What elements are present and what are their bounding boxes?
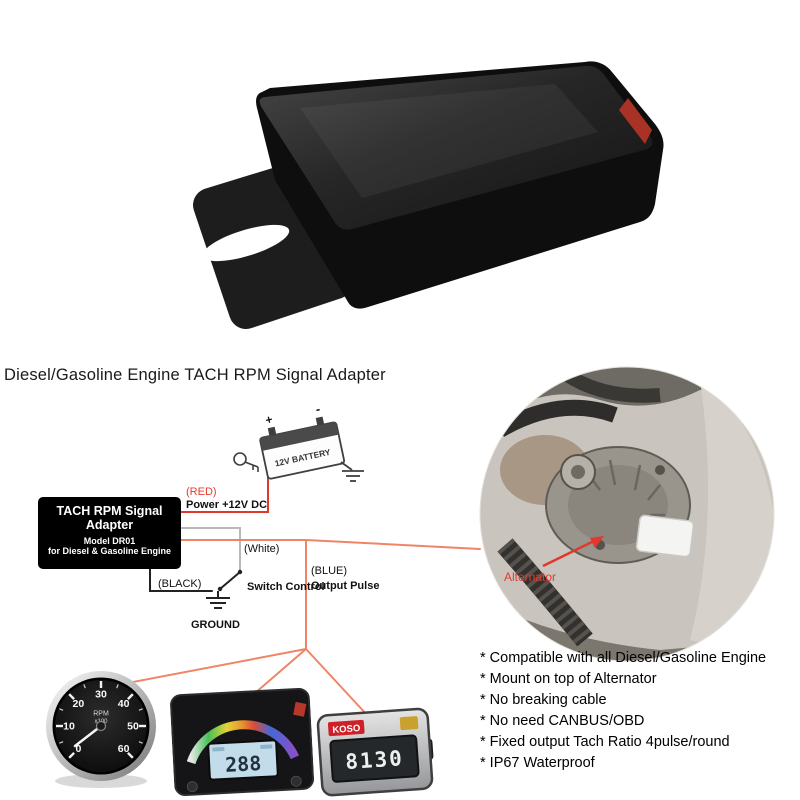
tick-40: 40: [118, 698, 130, 710]
product-title: Diesel/Gasoline Engine TACH RPM Signal A…: [4, 366, 386, 384]
switch-icon: [217, 569, 243, 592]
white-switch-wire: [180, 527, 241, 572]
battery-ground-icon: [340, 461, 364, 482]
hourmeter-brand: KOSO: [332, 723, 361, 736]
tick-20: 20: [73, 698, 85, 710]
dash-button-right: [290, 775, 302, 787]
flange-slot: [202, 224, 290, 262]
enclosure-highlight: [300, 84, 598, 198]
battery-symbol: 12V BATTERY + -: [233, 401, 364, 482]
hourmeter-logo-icon: [399, 716, 419, 731]
red-edge-detail: [619, 98, 652, 144]
adapter-line4: for Diesel & Gasoline Engine: [47, 545, 172, 556]
power-label: Power +12V DC: [186, 499, 268, 511]
battery-minus: -: [314, 401, 321, 417]
gauge-unit1: RPM: [93, 711, 109, 718]
enclosure-top-face: [259, 65, 653, 230]
wire-to-tach: [111, 648, 307, 687]
blue-wire-label: (BLUE): [311, 565, 348, 577]
hourmeter-brand-badge: [327, 719, 365, 737]
feature-item: * No breaking cable: [480, 692, 607, 708]
alternator-arrow: [542, 536, 604, 568]
ground-icon: [206, 591, 230, 609]
mounted-adapter: [635, 514, 695, 558]
analog-tachometer: 0 10 20 30 40 50 60 RPM x100: [42, 664, 160, 792]
wire-to-alternator: [305, 539, 481, 550]
tick-0: 0: [75, 743, 81, 755]
gauge-numbers: 0 10 20 30 40 50 60: [63, 689, 139, 756]
red-power-wire: [180, 475, 269, 513]
ground-label: GROUND: [191, 619, 240, 631]
white-wire-label: (White): [244, 543, 280, 555]
feature-item: * Mount on top of Alternator: [480, 671, 657, 687]
adapter-line2: Adapter: [85, 518, 134, 533]
feature-item: * IP67 Waterproof: [480, 755, 595, 771]
tick-60: 60: [118, 743, 130, 755]
digital-dash: 288: [169, 682, 315, 799]
red-wire-label: (RED): [186, 486, 217, 498]
black-ground-wire: [149, 568, 213, 592]
battery-plus: +: [264, 412, 274, 427]
feature-item: * Fixed output Tach Ratio 4pulse/round: [480, 734, 730, 750]
black-wire-label: (BLACK): [158, 578, 202, 590]
gauge-minor-ticks: [59, 684, 143, 744]
tick-50: 50: [127, 721, 139, 733]
wire-to-hourmeter: [305, 648, 369, 717]
gauge-needle: [73, 724, 103, 748]
dash-button-left: [186, 781, 198, 793]
gauge-major-ticks: [56, 681, 146, 759]
wires: [111, 475, 481, 717]
output-pulse-label: Output Pulse: [311, 580, 380, 592]
tick-30: 30: [95, 689, 107, 701]
hourmeter-value: 8130: [345, 746, 405, 774]
feature-item: * Compatible with all Diesel/Gasoline En…: [480, 650, 767, 666]
adapter-line1: TACH RPM Signal: [56, 504, 163, 518]
gauge-hub: [95, 720, 107, 732]
switch-label: Switch Control: [247, 581, 325, 593]
key-icon: [233, 452, 259, 472]
hourmeter-screen: [329, 734, 420, 783]
hour-meter: KOSO 8130: [315, 706, 437, 798]
feature-list: * Compatible with all Diesel/Gasoline En…: [480, 648, 800, 774]
alternator-label: Alternator: [504, 570, 557, 584]
adapter-box-diagram: TACH RPM Signal Adapter Model DR01 for D…: [38, 497, 181, 569]
tick-10: 10: [63, 721, 75, 733]
dash-red-connector: [293, 701, 307, 717]
adapter-line3: Model DR01: [83, 535, 136, 546]
dash-led-arc: [186, 720, 300, 765]
dash-value: 288: [225, 751, 262, 777]
feature-item: * No need CANBUS/OBD: [480, 713, 645, 729]
adapter-product-photo: [193, 61, 664, 329]
dash-lcd: [207, 739, 279, 781]
blue-output-wire: [180, 539, 307, 650]
